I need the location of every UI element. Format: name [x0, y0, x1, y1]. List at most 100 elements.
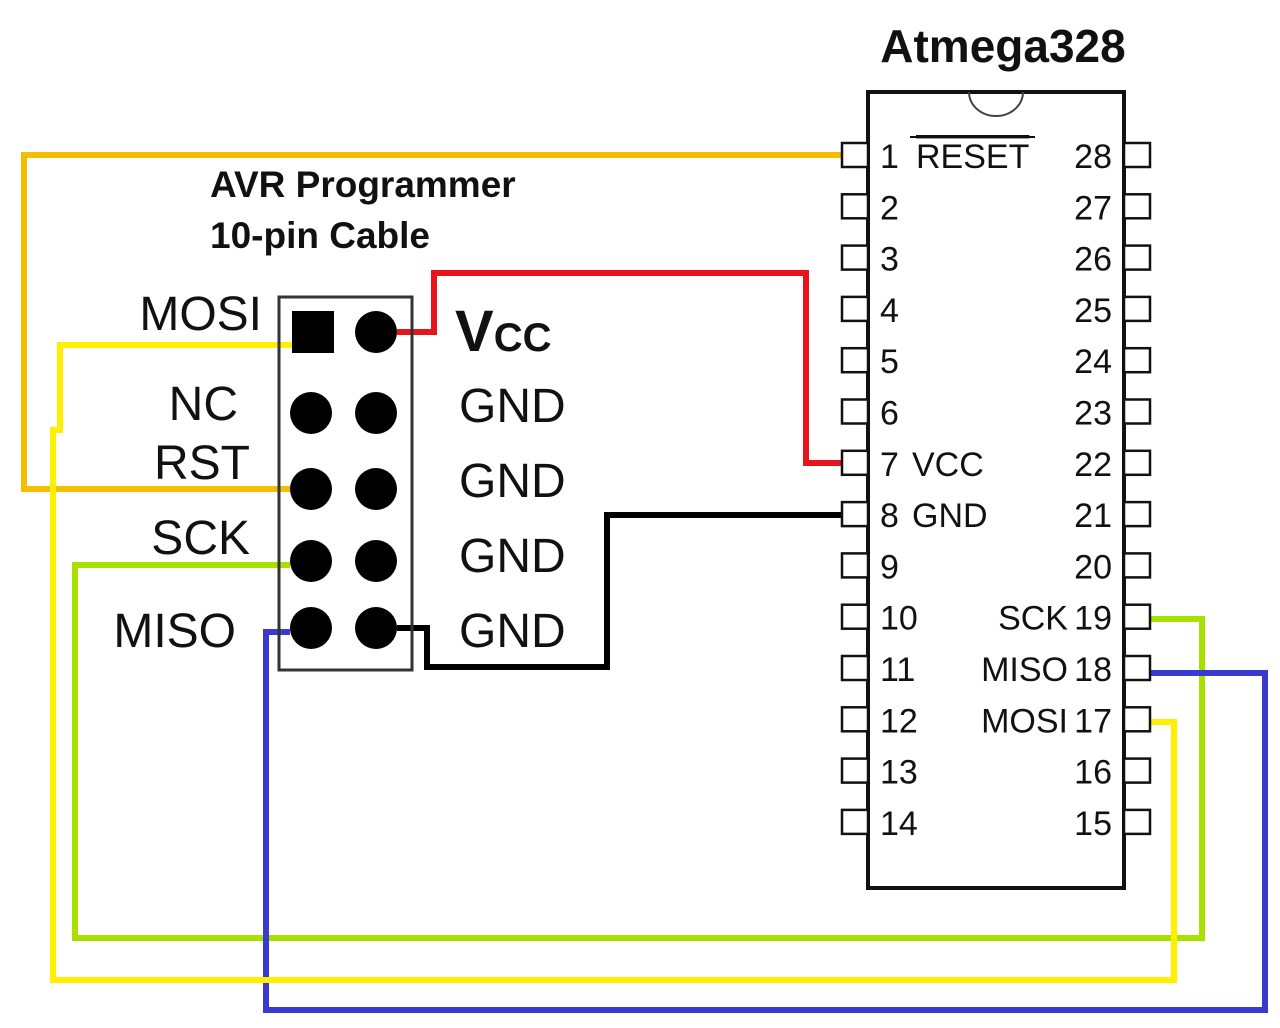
chip-pin-11 — [840, 654, 870, 682]
wires — [21, 152, 1268, 1013]
chip-pin-27 — [1122, 193, 1152, 220]
chip-pin-number: 22 — [1074, 446, 1112, 484]
gnd-label: GND — [459, 530, 566, 583]
header-pin-1-square — [292, 311, 334, 353]
chip-pin-2 — [840, 193, 870, 220]
chip-notch — [968, 91, 1024, 117]
chip-pin-number: 13 — [880, 754, 918, 792]
chip-pin-28 — [1122, 141, 1152, 169]
header-pin — [355, 392, 397, 434]
chip-pin-17 — [1122, 706, 1152, 733]
header-pin — [355, 311, 397, 353]
chip-pin-number: 25 — [1074, 292, 1112, 330]
chip-pin-number: 14 — [880, 805, 918, 843]
chip-pin-number: 8 — [880, 497, 899, 535]
chip-pin-4 — [840, 295, 870, 323]
chip-pin-number: 26 — [1074, 241, 1112, 279]
chip-pin-number: 7 — [880, 446, 899, 484]
header-pin — [355, 540, 397, 582]
mosi-wire — [50, 342, 1177, 983]
programmer-connector: AVR Programmer 10-pin Cable MOSINCRSTSCK… — [113, 164, 566, 672]
connector-label-miso: MISO — [113, 605, 236, 658]
sck-wire — [72, 562, 1205, 941]
chip-pin-10 — [840, 603, 870, 630]
chip-pin-number: 11 — [880, 651, 915, 689]
chip-pin-24 — [1122, 346, 1152, 374]
chip-pin-number: 3 — [880, 241, 899, 279]
chip-pin-number: 2 — [880, 189, 899, 227]
chip-pin-number: 18 — [1074, 651, 1112, 689]
gnd-label: GND — [459, 605, 566, 658]
chip-pin-20 — [1122, 552, 1152, 579]
connector-gnd-labels: GND GND GND GND — [459, 380, 566, 658]
header-pins — [290, 311, 397, 649]
chip-pin-18 — [1122, 654, 1152, 682]
connector-title-line2: 10-pin Cable — [210, 215, 430, 256]
header-pin — [290, 540, 332, 582]
connector-label-sck: SCK — [151, 512, 250, 565]
chip-pin-21 — [1122, 500, 1152, 528]
vcc-sub: CC — [494, 316, 552, 360]
chip-pin-number: 17 — [1074, 702, 1112, 740]
chip-pin-7 — [840, 449, 870, 477]
chip-body — [866, 90, 1126, 890]
chip-pin-number: 28 — [1074, 138, 1112, 176]
chip-pin-number: 23 — [1074, 395, 1112, 433]
chip-pin-label: MISO — [981, 651, 1068, 689]
chip-pin-19 — [1122, 603, 1152, 630]
miso-wire — [263, 629, 1268, 1013]
chip-pin-14 — [840, 808, 870, 836]
chip-pin-number: 21 — [1074, 497, 1112, 535]
vcc-main: V — [455, 299, 494, 364]
chip-pin-3 — [840, 244, 870, 271]
header-pin — [355, 607, 397, 649]
reset-wire — [21, 152, 842, 492]
chip-pin-22 — [1122, 449, 1152, 477]
chip-pin-number: 1 — [880, 138, 899, 176]
header-pin — [290, 392, 332, 434]
chip-pin-number: 20 — [1074, 548, 1112, 586]
header-pin — [290, 607, 332, 649]
vcc-label: VCC — [455, 299, 551, 364]
chip-pin-15 — [1122, 808, 1152, 836]
gnd-label: GND — [459, 380, 566, 433]
chip-pin-number: 12 — [880, 702, 918, 740]
gnd-label: GND — [459, 455, 566, 508]
header-pin — [290, 468, 332, 510]
connector-label-nc: NC — [169, 378, 238, 431]
chip-title: Atmega328 — [880, 20, 1125, 72]
chip-pin-number: 27 — [1074, 189, 1112, 227]
chip-pin-number: 15 — [1074, 805, 1112, 843]
chip-pin-13 — [840, 757, 870, 784]
chip-pin-12 — [840, 706, 870, 733]
chip-pin-8 — [840, 500, 870, 528]
chip-pin-number: 19 — [1074, 600, 1112, 638]
chip-pin-label: GND — [912, 497, 988, 535]
chip-pin-label: RESET — [916, 138, 1029, 176]
chip-pin-number: 24 — [1074, 343, 1112, 381]
chip-pin-label: MOSI — [981, 702, 1068, 740]
chip-pin-number: 5 — [880, 343, 899, 381]
chip-pin-23 — [1122, 398, 1152, 425]
chip-pin-26 — [1122, 244, 1152, 271]
chip-pin-number: 16 — [1074, 754, 1112, 792]
chip-pin-16 — [1122, 757, 1152, 784]
chip-pin-label: SCK — [998, 600, 1068, 638]
chip-pin-label: VCC — [912, 446, 984, 484]
chip-pin-number: 9 — [880, 548, 899, 586]
gnd-wire — [397, 512, 842, 670]
connector-label-mosi: MOSI — [139, 288, 262, 341]
chip-pin-number: 6 — [880, 395, 899, 433]
chip-pin-6 — [840, 398, 870, 425]
vcc-wire — [397, 270, 842, 466]
chip-pin-9 — [840, 552, 870, 579]
chip-pin-number: 4 — [880, 292, 899, 330]
chip-pin-5 — [840, 346, 870, 374]
chip-pin-number: 10 — [880, 600, 918, 638]
chip-pin-25 — [1122, 295, 1152, 323]
chip-pin-1 — [840, 141, 870, 169]
